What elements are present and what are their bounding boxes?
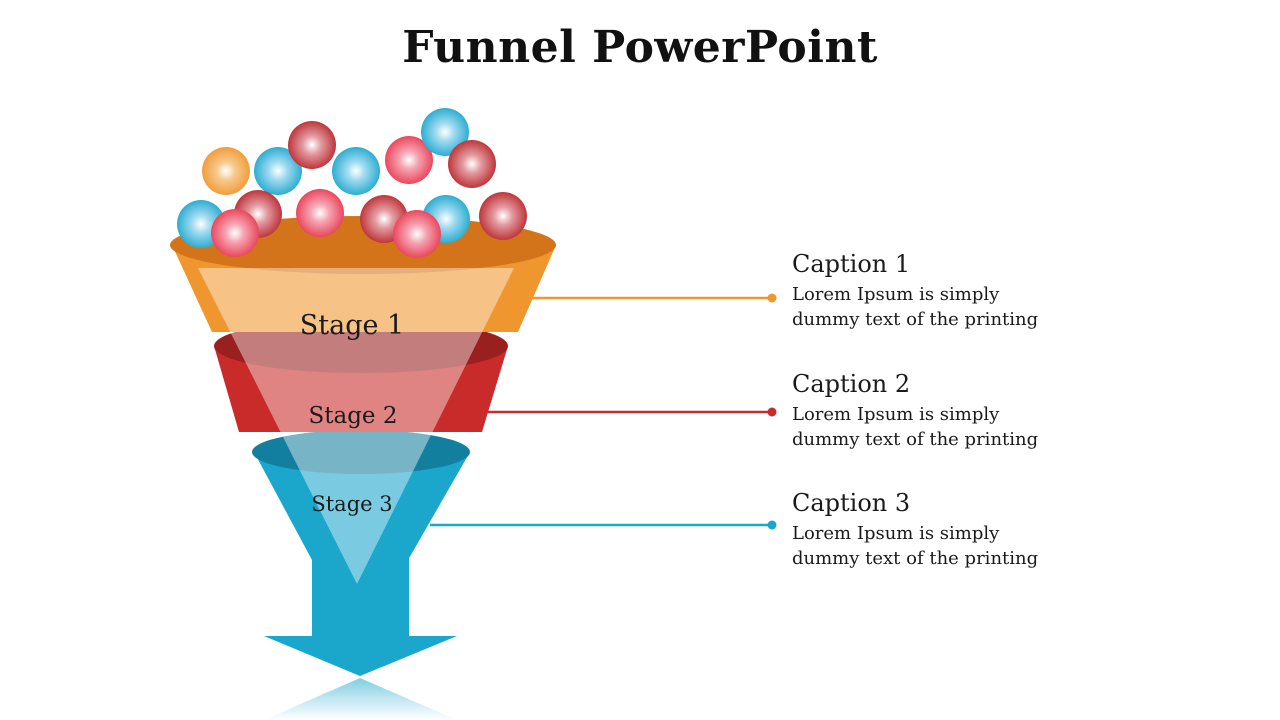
stage-3-label: Stage 3 <box>311 492 392 516</box>
ball <box>479 192 527 240</box>
ball <box>254 147 302 195</box>
stage-3-segment <box>252 430 470 585</box>
caption-2-body: Lorem Ipsum is simply dummy text of the … <box>792 404 1039 450</box>
ball <box>202 147 250 195</box>
inner-cone-overlay <box>198 268 514 584</box>
caption-1: Caption 1 Lorem Ipsum is simply dummy te… <box>792 249 1212 332</box>
stage-2-label: Stage 2 <box>309 403 398 429</box>
connector-1 <box>528 293 777 303</box>
caption-2-title: Caption 2 <box>792 370 911 398</box>
caption-1-title: Caption 1 <box>792 250 911 278</box>
connector-2 <box>482 407 777 417</box>
connector-3 <box>430 520 777 530</box>
caption-3: Caption 3 Lorem Ipsum is simply dummy te… <box>792 488 1212 571</box>
caption-2: Caption 2 Lorem Ipsum is simply dummy te… <box>792 369 1212 452</box>
ball <box>385 136 433 184</box>
slide-title: Funnel PowerPoint <box>402 22 878 73</box>
ball <box>393 210 441 258</box>
ball <box>448 140 496 188</box>
ball <box>211 209 259 257</box>
caption-3-title: Caption 3 <box>792 489 911 517</box>
caption-3-body: Lorem Ipsum is simply dummy text of the … <box>792 523 1039 569</box>
stage-2-segment <box>214 319 508 432</box>
ball <box>288 121 336 169</box>
ball <box>332 147 380 195</box>
caption-1-body: Lorem Ipsum is simply dummy text of the … <box>792 284 1039 330</box>
ball <box>421 108 469 156</box>
balls-group <box>177 108 527 258</box>
ball <box>296 189 344 237</box>
stage-1-label: Stage 1 <box>300 310 404 341</box>
